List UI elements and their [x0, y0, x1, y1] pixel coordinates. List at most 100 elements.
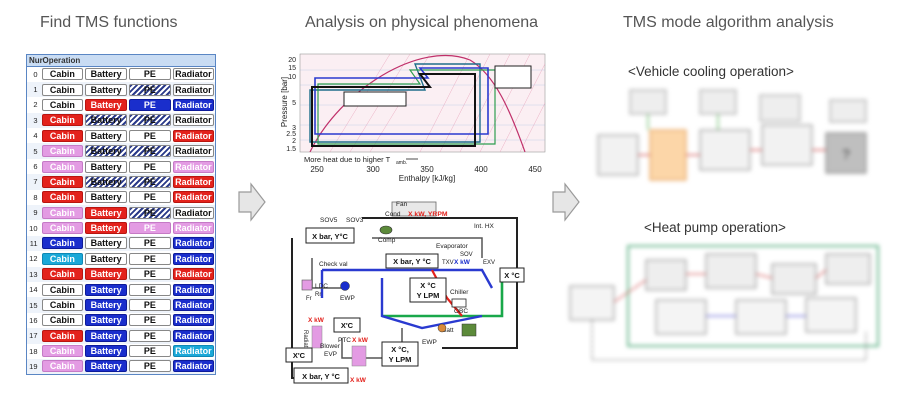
- table-cell: Battery: [84, 143, 128, 159]
- table-cell: Radiator: [172, 128, 216, 143]
- schematic-chiller-label: Chiller: [450, 289, 469, 296]
- state-pe: PE: [129, 360, 171, 373]
- state-battery: Battery: [85, 98, 127, 111]
- table-cell: Battery: [84, 328, 128, 344]
- table-cell: PE: [128, 344, 172, 359]
- table-cell: Cabin: [40, 112, 85, 129]
- state-battery: Battery: [85, 129, 127, 142]
- schematic-xkw-bottom: X kW: [350, 377, 367, 384]
- table-cell: PE: [128, 81, 172, 98]
- state-pe: PE: [129, 237, 171, 250]
- table-cell: Radiator: [171, 174, 216, 190]
- table-cell: Battery: [84, 282, 128, 297]
- table-cell: Radiator: [171, 266, 216, 282]
- state-battery: Battery: [85, 268, 127, 281]
- state-pe: PE: [129, 329, 171, 342]
- state-cabin: Cabin: [41, 299, 84, 312]
- schematic-cond-label: Cond: [385, 211, 401, 218]
- table-cell: PE: [128, 313, 172, 328]
- table-cell: Cabin: [41, 313, 85, 328]
- svg-text:?: ?: [842, 146, 850, 162]
- state-cabin: Cabin: [41, 360, 84, 373]
- tms-schematic: Fan Cond X kW, YRPM SOV5 SOV3 X bar, Y°C…: [285, 201, 525, 384]
- schematic-xc-mid: X'C: [341, 321, 354, 330]
- table-cell: Radiator: [172, 344, 216, 359]
- state-cabin: Cabin: [41, 129, 84, 142]
- state-radiator: Radiator: [172, 329, 214, 342]
- state-battery: Battery: [85, 206, 127, 219]
- row-number: 12: [29, 254, 38, 264]
- table-cell: Cabin: [41, 344, 85, 359]
- state-pe: PE: [129, 160, 171, 173]
- schematic-comp-label: Comp: [378, 237, 396, 244]
- table-cell: PE: [128, 282, 172, 297]
- schematic-evaporator-label: Evaporator: [436, 243, 469, 250]
- row-number: 8: [33, 192, 38, 202]
- table-cell: PE: [128, 67, 172, 82]
- state-cabin: Cabin: [41, 98, 84, 111]
- row-number: 4: [33, 131, 38, 141]
- schematic-xc-lpm1-a: X °C: [420, 281, 436, 290]
- row-number: 18: [29, 346, 38, 356]
- table-cell: Radiator: [172, 190, 216, 205]
- table-cell: Cabin: [41, 97, 85, 112]
- state-pe: PE: [129, 222, 171, 235]
- schematic-blower-label: Blower: [320, 343, 341, 350]
- table-cell: Radiator: [172, 159, 216, 174]
- state-radiator: Radiator: [172, 237, 214, 250]
- schematic-ptc-label: PTC: [338, 337, 351, 344]
- state-radiator: Radiator: [172, 160, 214, 173]
- state-cabin: Cabin: [41, 114, 84, 127]
- table-cell: Radiator: [171, 81, 216, 98]
- ph-xtick-0: 250: [310, 165, 324, 174]
- schematic-xbar-3: X bar, Y °C: [302, 372, 340, 381]
- state-radiator: Radiator: [172, 68, 214, 81]
- state-battery: Battery: [85, 252, 127, 265]
- schematic-exv-label: EXV: [483, 260, 495, 266]
- state-pe: PE: [129, 252, 171, 265]
- schematic-xc-lpm1-b: Y LPM: [417, 291, 440, 300]
- state-pe: PE: [129, 345, 171, 358]
- table-cell: Radiator: [171, 328, 216, 344]
- schematic-xc-bottom: X'C: [293, 351, 306, 360]
- header-number: Nur: [26, 54, 43, 67]
- table-cell: Battery: [84, 112, 128, 129]
- table-cell: Radiator: [172, 251, 216, 266]
- table-cell: Battery: [84, 97, 128, 112]
- table-cell: Radiator: [172, 313, 216, 328]
- table-cell: PE: [128, 97, 172, 112]
- table-cell: PE: [128, 297, 172, 313]
- row-number: 17: [26, 328, 41, 344]
- table-cell: Cabin: [40, 174, 85, 190]
- table-cell: Battery: [84, 205, 128, 221]
- ph-diagram: Pressure [bar] 20 15 10 5 3 2.5 2 1.5 Mo…: [280, 53, 546, 183]
- ph-xlabel: Enthalpy [kJ/kg]: [399, 174, 455, 183]
- state-battery: Battery: [85, 114, 127, 127]
- state-cabin: Cabin: [41, 268, 84, 281]
- schematic-xbar-1: X bar, Y°C: [312, 232, 348, 241]
- schematic-ldc-label: LDC: [315, 283, 328, 290]
- state-radiator: Radiator: [172, 206, 214, 219]
- schematic-sov3-label: SOV3: [346, 217, 364, 224]
- state-pe: PE: [129, 283, 171, 296]
- state-radiator: Radiator: [172, 175, 214, 188]
- schematic-fr-label: Fr: [306, 296, 312, 302]
- ph-ytick-2: 10: [288, 74, 296, 81]
- heatpump-algorithm-diagram: [569, 245, 879, 361]
- table-cell: Cabin: [40, 143, 85, 159]
- table-cell: PE: [128, 143, 172, 159]
- state-radiator: Radiator: [172, 98, 214, 111]
- ph-xtick-1: 300: [366, 165, 380, 174]
- state-radiator: Radiator: [172, 222, 214, 235]
- state-pe: PE: [129, 314, 171, 327]
- state-radiator: Radiator: [172, 360, 214, 373]
- schematic-ewp1-label: EWP: [340, 295, 355, 302]
- state-battery: Battery: [85, 191, 127, 204]
